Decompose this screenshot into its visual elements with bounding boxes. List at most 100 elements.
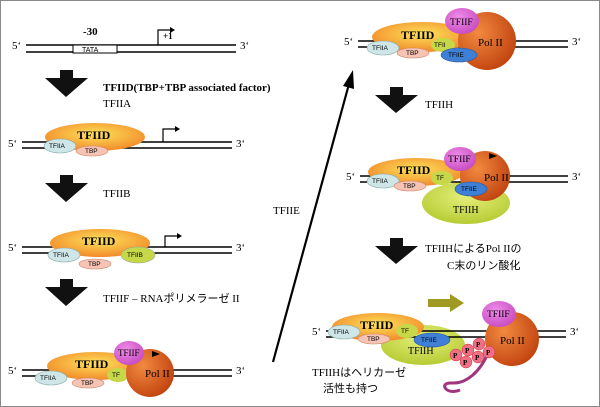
svg-text:P: P: [475, 354, 480, 362]
long-diagonal-arrow: [271, 83, 351, 363]
svg-text:TFIID: TFIID: [401, 28, 435, 42]
svg-text:TFIIA: TFIIA: [372, 178, 389, 185]
svg-text:TFIIH: TFIIH: [453, 205, 479, 216]
helicase-note-2: 活性も持つ: [323, 381, 378, 395]
svg-text:5‘: 5‘: [346, 171, 355, 183]
svg-text:3‘: 3‘: [572, 171, 581, 183]
plus1-label: +1: [163, 31, 173, 41]
tss-arrow: [157, 29, 170, 45]
stage-phosphorylation: TFIIH 5‘ 3‘ TFIID TFIIA TBP TF TFIIE Pol…: [312, 301, 579, 393]
svg-text:Pol II: Pol II: [500, 335, 525, 347]
svg-text:Pol II: Pol II: [145, 368, 170, 380]
step-tfiib-label: TFIIB: [103, 188, 131, 200]
svg-text:TF: TF: [112, 372, 120, 379]
tbp-blob: [393, 180, 427, 192]
stage-tfiib: 5‘ 3‘ TFIID TFIIA TBP TFIIB: [8, 229, 245, 270]
block-arrow-4: [375, 87, 418, 113]
step-phospho-label-1: TFIIHによるPol IIの: [425, 242, 522, 255]
tfiif-blob: [482, 301, 516, 327]
ctd-tail: [443, 352, 490, 393]
svg-text:TBP: TBP: [403, 183, 416, 190]
svg-text:TFIID: TFIID: [75, 357, 109, 371]
tfiib-blob: [120, 246, 156, 264]
svg-text:TFIIB: TFIIB: [127, 252, 143, 259]
tata-box: [72, 44, 118, 54]
svg-text:TFII: TFII: [434, 42, 446, 49]
svg-text:3‘: 3‘: [236, 242, 245, 254]
svg-text:Pol II: Pol II: [484, 172, 509, 184]
svg-text:5‘: 5‘: [344, 36, 353, 48]
svg-text:3‘: 3‘: [570, 326, 579, 338]
svg-text:P: P: [465, 347, 470, 355]
svg-text:P: P: [453, 352, 458, 360]
svg-text:TF: TF: [436, 175, 444, 182]
tbp-blob: [71, 377, 105, 389]
step-tfiih-label: TFIIH: [425, 99, 453, 111]
svg-text:TFIIE: TFIIE: [448, 52, 465, 59]
block-arrow-5: [375, 238, 418, 264]
svg-text:TBP: TBP: [81, 380, 94, 387]
svg-text:TBP: TBP: [406, 50, 419, 57]
stage-tfiid-tfiia: 5‘ 3‘ TFIID TFIIA TBP: [8, 123, 245, 157]
step-tfiid-label: TFIID(TBP+TBP associated factor): [103, 82, 271, 94]
svg-text:TBP: TBP: [85, 148, 98, 155]
tfiia-blob: [43, 138, 77, 154]
svg-text:TFIIA: TFIIA: [40, 375, 57, 382]
tata-label: TATA: [82, 47, 99, 54]
svg-text:TFIID: TFIID: [360, 318, 394, 332]
svg-text:3‘: 3‘: [236, 365, 245, 377]
tfiif-blob: [444, 147, 476, 171]
tfiie-blob: [454, 181, 488, 197]
olive-arrow: [428, 294, 464, 312]
svg-text:P: P: [463, 359, 468, 367]
svg-text:5‘: 5‘: [312, 326, 321, 338]
tfiif-blob: [445, 8, 479, 34]
svg-text:3‘: 3‘: [572, 36, 581, 48]
svg-text:3‘: 3‘: [236, 138, 245, 150]
step-tfiif-pol-label: TFIIF – RNAポリメラーゼ II: [103, 292, 240, 305]
svg-text:5‘: 5‘: [8, 365, 17, 377]
svg-text:TFIIE: TFIIE: [461, 186, 478, 193]
stage-dna: 5‘ 3‘ -30 TATA +1: [12, 26, 249, 54]
block-arrow-3: [45, 279, 88, 306]
svg-text:TBP: TBP: [88, 261, 101, 268]
minus30-label: -30: [83, 26, 98, 38]
svg-text:TFIIF: TFIIF: [118, 348, 140, 358]
tfiie-blob: [413, 332, 451, 348]
stage-tfiih: TFIIH 5‘ 3‘ TFIID TFIIA TBP TF Pol II TF…: [346, 147, 581, 224]
svg-text:5‘: 5‘: [8, 242, 17, 254]
tbp-blob: [396, 47, 430, 59]
block-arrow-1: [45, 70, 88, 97]
tbp-blob: [357, 333, 391, 345]
step-tfiia-label: TFIIA: [103, 98, 131, 110]
svg-text:P: P: [476, 341, 481, 349]
svg-text:TFIIF: TFIIF: [448, 155, 471, 165]
step-tfiie-label: TFIIE: [273, 205, 300, 217]
svg-text:TFIIA: TFIIA: [49, 143, 66, 150]
svg-text:TFIIH: TFIIH: [408, 346, 434, 357]
svg-text:TFIIE: TFIIE: [421, 337, 438, 344]
svg-text:TBP: TBP: [367, 336, 380, 343]
svg-text:Pol II: Pol II: [478, 37, 503, 49]
svg-text:TFIIA: TFIIA: [53, 252, 70, 259]
tfiia-blob: [47, 247, 81, 263]
tfiia-blob: [366, 40, 400, 56]
helicase-note-1: TFIIHはヘリカーゼ: [312, 366, 406, 379]
tfiia-blob: [34, 370, 68, 386]
block-arrow-2: [45, 175, 88, 202]
tbp-blob: [78, 258, 112, 270]
tfiia-blob: [327, 324, 361, 340]
three-prime-label: 3‘: [240, 40, 249, 52]
tbp-blob: [75, 145, 109, 157]
five-prime-label: 5‘: [12, 40, 21, 52]
svg-text:TFIID: TFIID: [397, 163, 431, 177]
tfiia-blob: [366, 173, 400, 189]
step-phospho-label-2: C末のリン酸化: [447, 258, 520, 272]
svg-text:TFIID: TFIID: [77, 128, 111, 142]
phosphate-cluster: P P P P P P: [449, 337, 496, 369]
stage-tfiie: 5‘ 3‘ TFIID TFIIA TBP TFII Pol II TFIIE …: [344, 8, 581, 70]
svg-text:TF: TF: [401, 328, 409, 335]
svg-text:TFIIF: TFIIF: [450, 18, 473, 28]
